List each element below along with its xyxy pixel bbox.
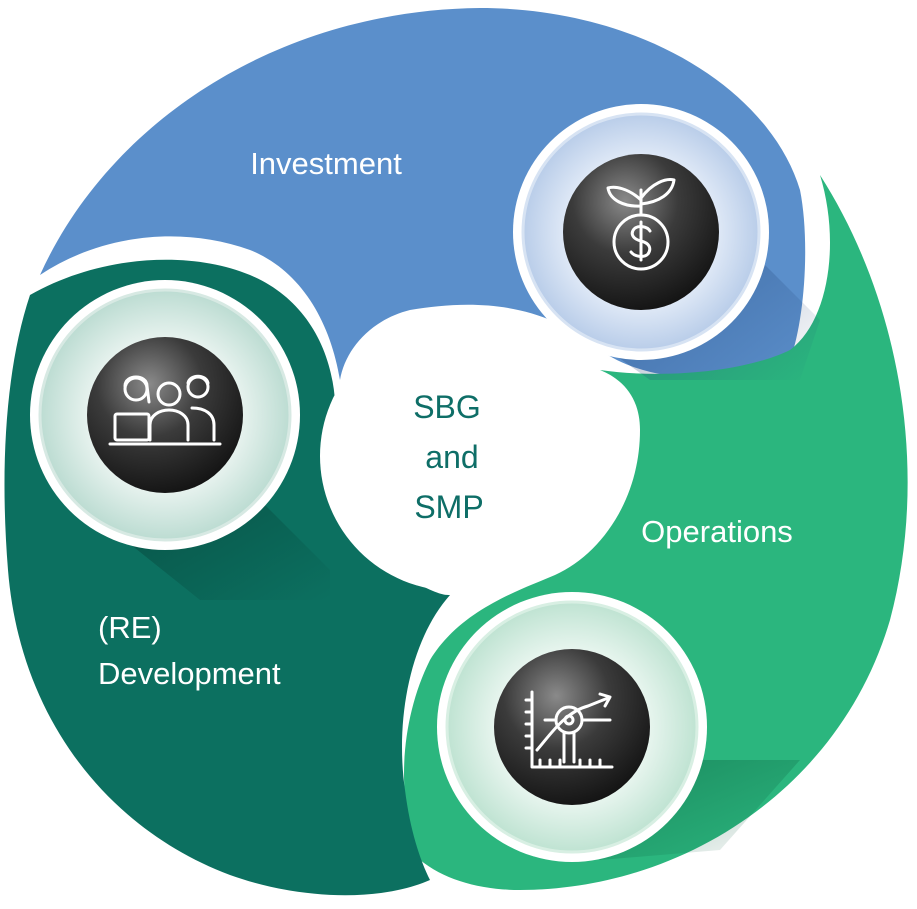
- team-icon: [108, 374, 222, 446]
- operations-badge: [437, 592, 707, 862]
- investment-label: Investment: [250, 146, 402, 181]
- development-label-line-2: Development: [98, 656, 281, 691]
- growth-chart-icon: [524, 690, 614, 769]
- operations-label: Operations: [641, 514, 793, 549]
- investment-badge: [513, 104, 769, 360]
- development-label-line-1: (RE): [98, 610, 162, 645]
- center-circle: [320, 321, 590, 591]
- development-badge: [30, 280, 300, 550]
- center-label-line-2: and: [425, 439, 478, 475]
- money-plant-icon: [606, 178, 676, 271]
- center-label-line-3: SMP: [414, 489, 483, 525]
- center-label-line-1: SBG: [413, 389, 481, 425]
